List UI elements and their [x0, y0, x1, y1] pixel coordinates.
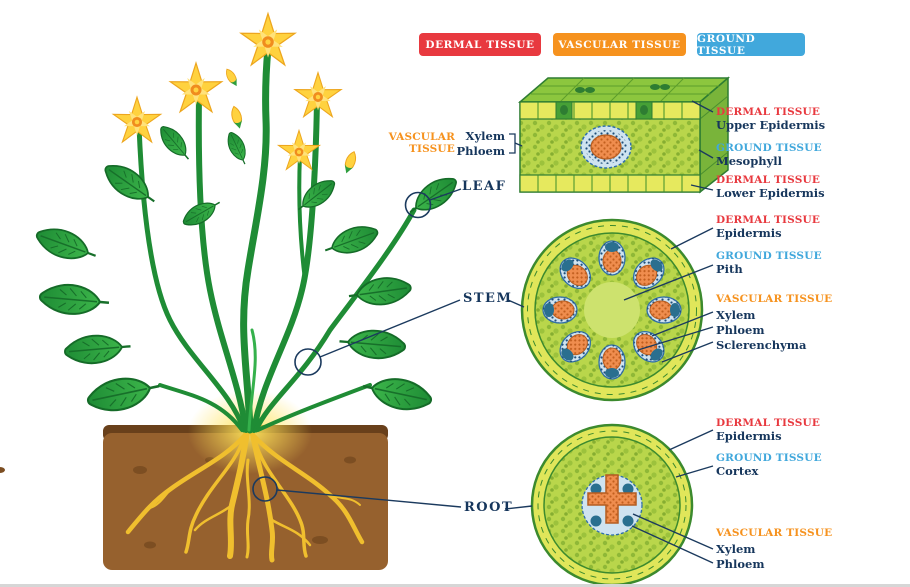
legend-dermal-tissue-badge: DERMAL TISSUE: [419, 33, 541, 56]
legend-ground-tissue-label: GROUND TISSUE: [697, 32, 756, 57]
stem-label: STEM: [463, 291, 513, 306]
root-cross-section: [530, 423, 694, 587]
stem-dermal-category: DERMAL TISSUE: [716, 214, 821, 226]
stem-pith-label: Pith: [716, 262, 743, 276]
stem-epidermis-label: Epidermis: [716, 226, 782, 240]
roots: [125, 429, 365, 563]
leaf-dermal-category-lower: DERMAL TISSUE: [716, 174, 821, 186]
root-xylem-label: Xylem: [716, 542, 756, 556]
leaf-highlight-circle: [404, 191, 432, 219]
xylem-phloem-bracket: [509, 133, 516, 154]
stem-vascular-bundles: [542, 240, 682, 380]
root-phloem-label: Phloem: [716, 557, 765, 571]
leaf-vascular-tissue-heading: VASCULAR TISSUE: [388, 131, 455, 156]
leaf-mesophyll-label: Mesophyll: [716, 154, 783, 168]
leaf-cross-section: [517, 76, 731, 194]
leaf-phloem-label: Phloem: [456, 144, 505, 158]
legend-ground-tissue-badge: GROUND TISSUE: [697, 32, 805, 57]
page-bottom-edge: [0, 584, 910, 587]
root-epidermis-label: Epidermis: [716, 429, 782, 443]
root-dermal-category: DERMAL TISSUE: [716, 417, 821, 429]
leaf-dermal-category-upper: DERMAL TISSUE: [716, 106, 821, 118]
stem-highlight-circle: [294, 348, 322, 376]
leaf-xylem-label: Xylem: [465, 129, 505, 143]
root-stele: [581, 474, 643, 536]
stem-sclerenchyma-label: Sclerenchyma: [716, 338, 807, 352]
leaf-upper-epidermis-label: Upper Epidermis: [716, 118, 826, 132]
pith-region: [584, 282, 640, 338]
root-ground-category: GROUND TISSUE: [716, 452, 822, 464]
leaf-ground-category: GROUND TISSUE: [716, 142, 822, 154]
root-label: ROOT: [464, 500, 514, 515]
stem-vascular-category: VASCULAR TISSUE: [716, 293, 833, 305]
stem-ground-category: GROUND TISSUE: [716, 250, 822, 262]
lower-epidermis-row: [519, 174, 701, 193]
root-cortex-label: Cortex: [716, 464, 759, 478]
leaf-label: LEAF: [462, 179, 507, 194]
soil: [0, 425, 388, 570]
plant-illustration: [0, 13, 464, 570]
stem-xylem-label: Xylem: [716, 308, 756, 322]
stem-cross-section: [520, 218, 704, 402]
legend-vascular-tissue-badge: VASCULAR TISSUE: [553, 33, 686, 56]
leader-lines: [252, 100, 714, 564]
stomata-top: [575, 84, 670, 93]
legend-vascular-tissue-label: VASCULAR TISSUE: [558, 38, 681, 51]
leaf-lower-epidermis-label: Lower Epidermis: [716, 186, 825, 200]
legend-dermal-tissue-label: DERMAL TISSUE: [425, 38, 535, 51]
root-vascular-category: VASCULAR TISSUE: [716, 527, 833, 539]
root-highlight-circle: [252, 476, 278, 502]
leaf-vascular-bundle: [580, 125, 632, 169]
stem-phloem-label: Phloem: [716, 323, 765, 337]
upper-epidermis-row: [519, 101, 701, 120]
